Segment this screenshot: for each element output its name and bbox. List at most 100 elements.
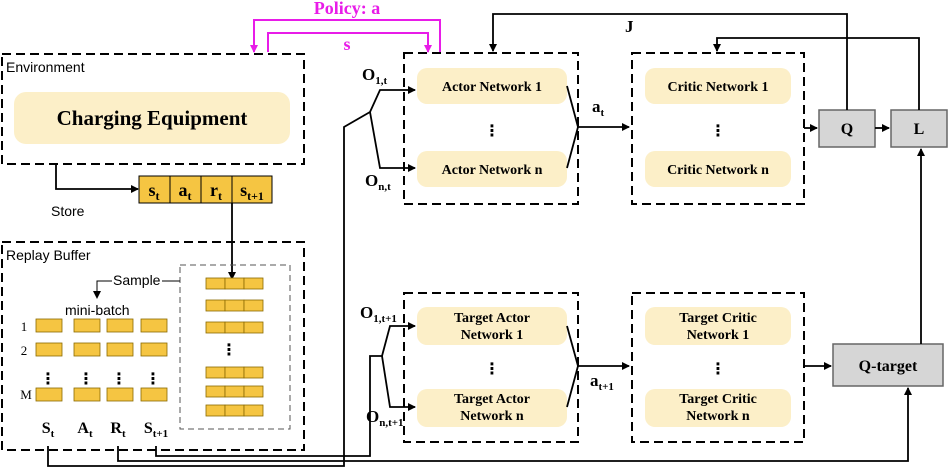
minibatch-ellipsis: ⋮ [111,371,127,388]
store-arrow [55,164,139,193]
critic-network-n-label: Critic Network n [667,163,769,178]
minibatch-cell [106,342,134,357]
buffer-ellipsis: ⋮ [221,342,237,359]
transition-action: at [179,180,192,203]
minibatch-ellipsis: ⋮ [40,371,56,388]
target-action-label: at+1 [590,371,614,393]
column-label-s: St [42,420,55,440]
transition-reward: rt [210,180,222,203]
buffer-cell [224,299,245,312]
minibatch-cell [35,318,63,333]
critic-network-group: Critic Network 1 ⋮ Critic Network n [631,52,805,205]
target-critic-network-n-label-line2: Network n [686,409,750,424]
buffer-cell [243,321,264,334]
minibatch-label: mini-batch [65,302,130,318]
critic-network-1-label: Critic Network 1 [667,80,768,95]
minibatch-cell [106,318,134,333]
target-actor-input-1-arrow [381,322,416,357]
transition-tuple: st at rt st+1 [138,175,273,204]
target-actor-network-group: Target Actor Network 1 ⋮ Target Actor Ne… [403,292,579,443]
policy-state-loop: Policy: a s [250,0,441,54]
target-critic-ellipsis: ⋮ [710,361,726,378]
loss-feedback-arrow [713,37,920,110]
store-label: Store [51,203,85,219]
buffer-cell [224,366,245,379]
buffer-cell [224,277,245,290]
minibatch-cell [35,387,63,402]
environment-panel: Environment Charging Equipment [1,53,305,165]
buffer-rows [205,277,264,417]
j-label: J [625,17,634,36]
buffer-cell [205,366,226,379]
charging-equipment-label: Charging Equipment [57,106,248,130]
replay-buffer-panel: Replay Buffer ⋮ Sample mini-batch 1 2 M … [1,241,305,451]
state-arrow [267,32,432,53]
row-label-1: 1 [21,319,28,334]
buffer-cell [243,277,264,290]
next-state-routing-line [155,355,382,457]
actor-input-n-label: On,t [365,171,391,193]
transition-next-state: st+1 [240,180,264,203]
state-routing-line [47,111,371,467]
target-actor-input-1-label: O1,t+1 [360,303,397,325]
buffer-cell [205,385,226,398]
target-critic-network-n-label-line1: Target Critic [679,392,757,407]
buffer-cell [243,299,264,312]
column-label-s-next: St+1 [144,420,168,440]
target-actor-network-1 [417,307,567,345]
minibatch-cell [73,318,101,333]
actor-input-1-arrow [369,86,416,113]
q-block-label: Q [841,121,853,138]
j-feedback-arrow [489,13,848,110]
target-critic-network-1 [645,307,791,345]
actor-network-1 [417,68,567,104]
q-target-label: Q-target [859,358,918,375]
buffer-cell [205,321,226,334]
action-label: at [592,97,605,119]
target-actor-input-n-arrow [381,355,416,411]
transition-cell [231,175,273,204]
column-label-a: At [77,420,93,440]
buffer-cell [205,277,226,290]
target-actor-ellipsis: ⋮ [484,361,500,378]
buffer-cell [205,404,226,417]
actor-merge [566,85,579,169]
charging-equipment-block [14,92,290,144]
transition-cell [138,175,171,204]
target-actor-network-1-label-line2: Network 1 [461,328,524,343]
sample-label: Sample [113,272,161,288]
buffer-cell [224,321,245,334]
actor-network-1-label: Actor Network 1 [442,80,542,95]
policy-label: Policy: a [314,0,380,18]
minibatch-cell [73,342,101,357]
transition-state: st [148,180,159,203]
environment-title: Environment [6,59,85,75]
l-block-label: L [914,121,925,138]
target-actor-network-n-label-line2: Network n [460,409,524,424]
actor-network-n-label: Actor Network n [442,163,543,178]
buffer-cell [243,404,264,417]
reward-routing-line [117,387,912,462]
target-actor-input-n-label: On,t+1 [366,407,404,429]
buffer-cell [224,404,245,417]
minibatch-cell [106,387,134,402]
buffer-cell [224,385,245,398]
minibatch-cells [35,318,168,402]
target-actor-network-1-label-line1: Target Actor [454,311,530,326]
actor-ellipsis: ⋮ [484,123,500,140]
transition-cell [169,175,202,204]
buffer-storage [179,264,291,430]
critic-network-1 [645,68,791,104]
buffer-cell [205,299,226,312]
minibatch-ellipses: ⋮ ⋮ ⋮ ⋮ [40,371,161,388]
actor-input-1-label: O1,t [362,65,387,87]
minibatch-cell [73,387,101,402]
policy-arrow [250,19,441,53]
target-critic-network-1-label-line2: Network 1 [687,328,750,343]
buffer-cell [243,366,264,379]
target-critic-network-group: Target Critic Network 1 ⋮ Target Critic … [631,292,805,443]
minibatch-ellipsis: ⋮ [78,371,94,388]
minibatch-cell [140,342,168,357]
minibatch-ellipsis: ⋮ [145,371,161,388]
